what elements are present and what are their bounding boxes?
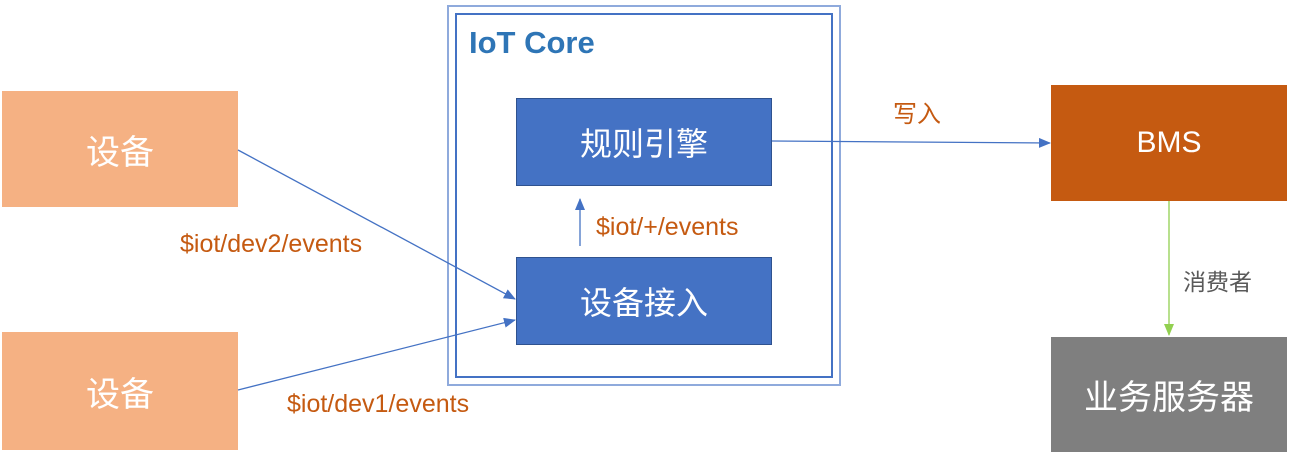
device-node-label: 设备	[86, 374, 154, 415]
edge-label-consumer: 消费者	[1183, 270, 1252, 296]
arrow-device-bottom-to-access	[237, 317, 516, 391]
edge-label-dev1-topic: $iot/dev1/events	[287, 390, 470, 418]
edge-label-write: 写入	[893, 100, 941, 128]
arrow-rule-engine-to-bms	[771, 137, 1051, 148]
device-node-top: 设备	[2, 91, 238, 207]
business-server-node: 业务服务器	[1051, 337, 1287, 452]
bms-node: BMS	[1051, 85, 1287, 201]
iot-core-container: IoT Core	[447, 5, 841, 386]
edge-label-dev2-topic: $iot/dev2/events	[180, 230, 363, 258]
bms-label: BMS	[1136, 126, 1202, 159]
device-node-bottom: 设备	[2, 332, 238, 450]
iot-core-title: IoT Core	[469, 25, 595, 60]
arrow-device-top-to-access	[237, 149, 516, 300]
device-access-node: 设备接入	[516, 257, 772, 345]
iot-core-inner-border	[455, 13, 833, 378]
device-node-label: 设备	[86, 132, 154, 173]
rule-engine-label: 规则引擎	[579, 125, 708, 163]
business-server-label: 业务服务器	[1084, 378, 1254, 418]
edge-label-wildcard-topic: $iot/+/events	[596, 213, 739, 241]
device-access-label: 设备接入	[579, 284, 708, 322]
rule-engine-node: 规则引擎	[516, 98, 772, 186]
